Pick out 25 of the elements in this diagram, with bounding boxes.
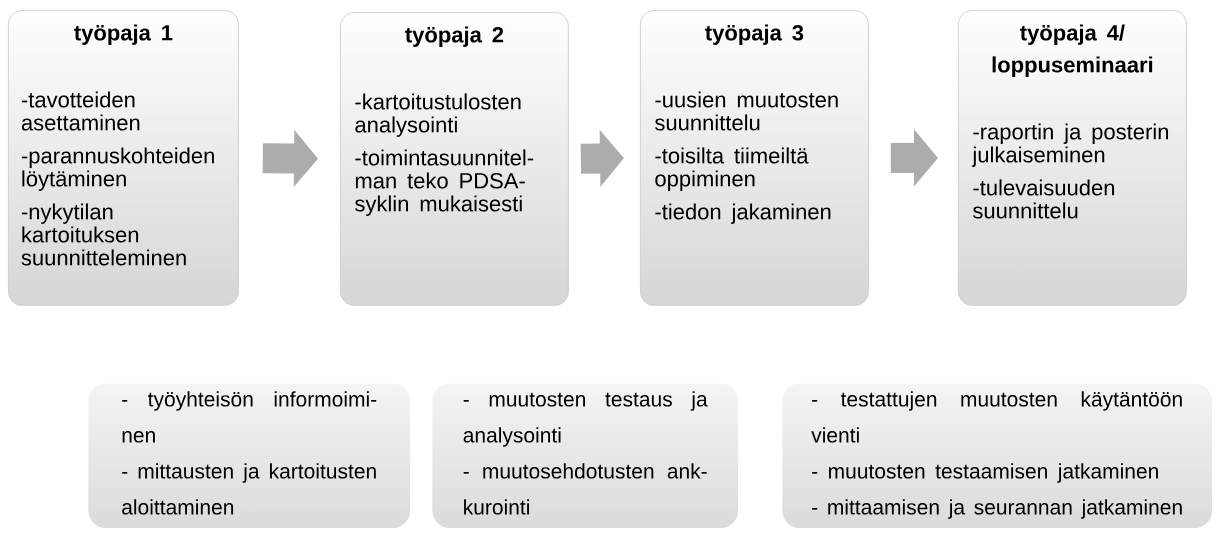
bullet-text: - muutosehdotusten ank- kurointi bbox=[463, 463, 707, 515]
bullet-text: -tiedon jakaminen bbox=[655, 203, 831, 224]
workshop-box bbox=[640, 10, 869, 306]
bullet-text: -nykytilan kartoituksen suunnitteleminen bbox=[21, 203, 186, 266]
bullet-text: - testattujen muutosten käytäntöön vienti bbox=[811, 391, 1182, 443]
heading: työpaja 1 bbox=[74, 24, 173, 45]
heading: työpaja 2 bbox=[405, 26, 504, 47]
bullet-text: - mittaamisen ja seurannan jatkaminen bbox=[812, 499, 1182, 519]
workshop-box bbox=[958, 10, 1187, 306]
bullet-text: -uusien muutosten suunnittelu bbox=[655, 91, 838, 131]
bullet-text: - muutosten testaus ja analysointi bbox=[463, 391, 708, 447]
bullet-text: -toisilta tiimeiltä oppiminen bbox=[655, 147, 809, 191]
bullet-text: - työyhteisön informoimi- nen bbox=[122, 391, 377, 443]
bullet-text: - muutosten testaamisen jatkaminen bbox=[812, 463, 1158, 483]
workshop-box bbox=[8, 10, 239, 306]
bullet-text: -parannuskohteiden löytäminen bbox=[21, 147, 214, 191]
bullet-text: -tulevaisuuden suunnittelu bbox=[973, 179, 1115, 219]
bullet-text: -kartoitustulosten analysointi bbox=[355, 93, 521, 137]
heading: työpaja 4/ loppuseminaari bbox=[992, 24, 1153, 77]
bullet-text: -tavotteiden asettaminen bbox=[21, 91, 140, 131]
bullet-text: -toimintasuunnitel- man teko PDSA- syklin mukaisesti bbox=[355, 149, 534, 216]
bullet-text: - mittausten ja kartoitusten aloittaminen bbox=[122, 463, 376, 515]
workshop-box bbox=[340, 12, 569, 306]
bullet-text: -raportin ja posterin julkaiseminen bbox=[971, 123, 1168, 167]
heading: työpaja 3 bbox=[705, 24, 804, 45]
